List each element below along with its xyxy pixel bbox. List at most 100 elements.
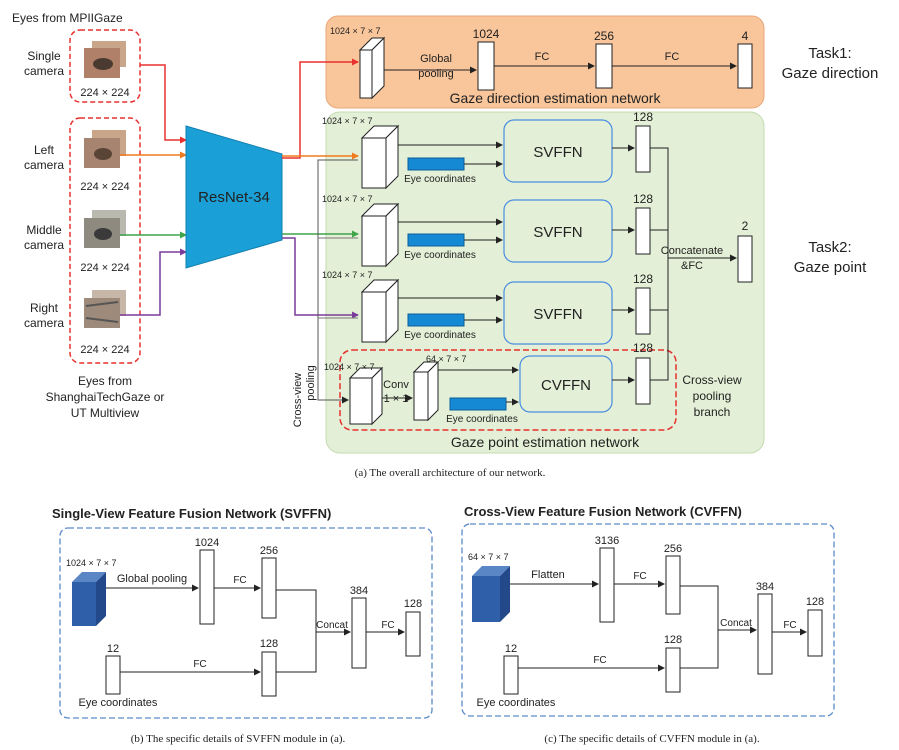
row4-n128: 128 <box>633 341 653 355</box>
row3-svffn-label: SVFFN <box>533 306 582 323</box>
mpii-dashed-box <box>69 29 141 103</box>
task2-feature-block-2 <box>360 202 400 268</box>
svffn-fc-128-out <box>405 611 421 657</box>
task1-feature-block <box>358 36 386 100</box>
cvffn-n3136: 3136 <box>595 535 619 547</box>
svffn-fc-out: FC <box>381 620 394 631</box>
task2-n2: 2 <box>742 219 749 233</box>
arrow-single-to-resnet <box>140 64 187 144</box>
resnet-label: ResNet-34 <box>198 189 270 206</box>
task2-feature-block-1 <box>360 124 400 190</box>
cvffn-fc-bottom: FC <box>593 655 606 666</box>
task2-feat1-label: 1024 × 7 × 7 <box>322 116 373 126</box>
caption-a: (a) The overall architecture of our netw… <box>355 467 546 479</box>
cvp-branch-label-3: branch <box>694 405 731 419</box>
camera-right-label-2: camera <box>24 316 64 330</box>
cross-view-pooling-label-1: Cross-view <box>292 373 304 427</box>
row4-fc-128 <box>635 357 651 405</box>
camera-middle-label-1: Middle <box>26 223 62 237</box>
cvffn-concat-lines <box>680 585 719 669</box>
svffn-fc-top: FC <box>233 575 246 586</box>
eyes-shanghai-label-1: Eyes from <box>78 374 132 388</box>
row4-eye-coord-bar <box>449 397 507 411</box>
cvffn-feat: 64 × 7 × 7 <box>468 552 509 562</box>
shanghai-dashed-box <box>69 117 141 364</box>
cvffn-fc-3136 <box>599 547 615 623</box>
camera-right-label-1: Right <box>30 301 59 315</box>
caption-c: (c) The specific details of CVFFN module… <box>544 733 759 745</box>
camera-left-label-2: camera <box>24 158 64 172</box>
row4-conv-label-2: 1 × 1 <box>384 393 409 405</box>
row2-fc-128 <box>635 207 651 255</box>
row2-svffn-label: SVFFN <box>533 224 582 241</box>
arrow-right-to-resnet <box>120 248 187 316</box>
task1-global-label-1: Global <box>420 53 452 65</box>
cvffn-n384: 384 <box>756 581 774 593</box>
eyes-shanghai-label-3: UT Multiview <box>71 406 140 420</box>
res-middle: 224 × 224 <box>80 262 129 274</box>
cvffn-fc-128-mid <box>665 647 681 693</box>
caption-b: (b) The specific details of SVFFN module… <box>131 733 346 745</box>
task2-label-1: Task2: <box>808 239 851 256</box>
task2-feature-block-4 <box>348 366 384 426</box>
row1-eye-coords-label: Eye coordinates <box>404 174 476 185</box>
camera-single-label-2: camera <box>24 64 64 78</box>
eyes-shanghai-label-2: ShanghaiTechGaze or <box>46 390 165 404</box>
svffn-n12: 12 <box>107 643 119 655</box>
task2-feat-conv-label: 64 × 7 × 7 <box>426 354 467 364</box>
cvp-branch-label-1: Cross-view <box>682 373 742 387</box>
task1-label-2: Gaze direction <box>782 65 879 82</box>
cross-view-pooling-line <box>317 159 358 404</box>
task2-feature-block-3 <box>360 278 400 344</box>
row4-conv-label-1: Conv <box>383 379 409 391</box>
cvffn-blue-cube <box>472 566 510 622</box>
cvffn-n12: 12 <box>505 643 517 655</box>
cvffn-title: Cross-View Feature Fusion Network (CVFFN… <box>464 504 742 519</box>
row3-svffn-box <box>503 281 613 345</box>
svffn-n128-mid: 128 <box>260 638 278 650</box>
svffn-n256: 256 <box>260 545 278 557</box>
svffn-fc-128-mid <box>261 651 277 697</box>
cvffn-eye-coords: Eye coordinates <box>477 697 556 709</box>
glasses-frame <box>85 301 119 323</box>
row4-cvffn-box <box>519 355 613 413</box>
camera-single-label-1: Single <box>27 49 61 63</box>
task1-fc-256 <box>595 43 613 89</box>
row1-svffn-label: SVFFN <box>533 144 582 161</box>
row2-n128: 128 <box>633 192 653 206</box>
row3-fc-128 <box>635 287 651 335</box>
svffn-n384: 384 <box>350 585 368 597</box>
cvffn-fc-top: FC <box>633 571 646 582</box>
row2-eye-coord-bar <box>407 233 465 247</box>
task1-global-label-2: pooling <box>418 68 453 80</box>
svffn-fc-1024 <box>199 549 215 625</box>
task2-feat3-label: 1024 × 7 × 7 <box>322 270 373 280</box>
cvffn-concat: Concat <box>720 618 752 629</box>
svffn-fc-256 <box>261 557 277 619</box>
row1-fc-128 <box>635 125 651 173</box>
svffn-eye-12 <box>105 655 121 695</box>
task2-feat2-label: 1024 × 7 × 7 <box>322 194 373 204</box>
svffn-n1024: 1024 <box>195 537 219 549</box>
cvffn-fc-256 <box>665 555 681 615</box>
cvffn-n256: 256 <box>664 543 682 555</box>
svffn-fc-bottom: FC <box>193 659 206 670</box>
svffn-concat: Concat <box>316 620 348 631</box>
eyes-mpii-label: Eyes from MPIIGaze <box>12 11 123 25</box>
row3-eye-coord-bar <box>407 313 465 327</box>
svffn-blue-cube <box>72 572 106 626</box>
task2-output-2 <box>737 235 753 283</box>
svffn-concat-lines <box>276 589 317 673</box>
task1-label-1: Task1: <box>808 45 851 62</box>
cvffn-eye-12 <box>503 655 519 695</box>
row3-n128: 128 <box>633 272 653 286</box>
task2-network-label: Gaze point estimation network <box>451 434 640 450</box>
svffn-n128-out: 128 <box>404 598 422 610</box>
row3-eye-coords-label: Eye coordinates <box>404 330 476 341</box>
task1-fc2-label: FC <box>665 51 680 63</box>
cvffn-dashed-box <box>461 523 835 717</box>
cvffn-n128-mid: 128 <box>664 634 682 646</box>
task1-network-label: Gaze direction estimation network <box>450 90 662 106</box>
arrow-resnet-to-task1 <box>282 58 359 159</box>
